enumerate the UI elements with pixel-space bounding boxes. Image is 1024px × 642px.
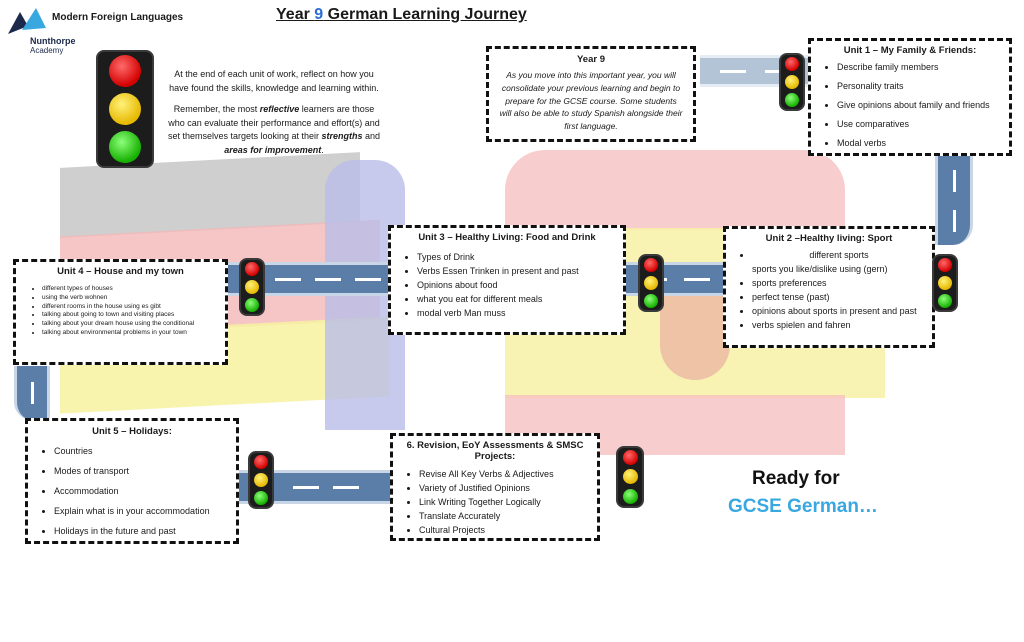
- unit4-item: different rooms in the house using es gi…: [42, 303, 219, 312]
- unit2-item: opinions about sports in present and pas…: [752, 305, 926, 319]
- unit1-box: Unit 1 – My Family & Friends: Describe f…: [808, 38, 1012, 156]
- unit4-item: talking about going to town and visiting…: [42, 311, 219, 320]
- unit4-item: talking about your dream house using the…: [42, 320, 219, 329]
- year9-text: As you move into this important year, yo…: [499, 70, 683, 131]
- unit3-item: what you eat for different meals: [417, 293, 617, 307]
- unit4-title: Unit 4 – House and my town: [57, 266, 184, 277]
- unit1-item: Personality traits: [837, 80, 1003, 94]
- unit3-title: Unit 3 – Healthy Living: Food and Drink: [418, 232, 596, 243]
- intro-paragraph-1: At the end of each unit of work, reflect…: [169, 69, 379, 93]
- school-sub: Academy: [30, 46, 64, 55]
- unit6-item: Cultural Projects: [419, 524, 591, 538]
- traffic-light-icon: [640, 256, 662, 310]
- unit5-item: Explain what is in your accommodation: [54, 505, 230, 519]
- title-post: German Learning Journey: [323, 6, 527, 23]
- year9-box: Year 9 As you move into this important y…: [486, 46, 696, 142]
- unit2-item: perfect tense (past): [752, 291, 926, 305]
- unit6-item: Revise All Key Verbs & Adjectives: [419, 468, 591, 482]
- unit5-item: Modes of transport: [54, 465, 230, 479]
- unit5-item: Countries: [54, 445, 230, 459]
- coat-of-arms-decoration: [660, 290, 730, 380]
- title-pre: Year: [276, 6, 315, 23]
- unit2-item: verbs spielen and fahren: [752, 319, 926, 333]
- unit6-title: 6. Revision, EoY Assessments & SMSC Proj…: [406, 440, 584, 462]
- unit2-item: sports you like/dislike using (gern): [752, 263, 888, 274]
- department-name: Modern Foreign Languages: [52, 12, 184, 23]
- traffic-light-icon: [781, 55, 803, 109]
- unit2-title: Unit 2 –Healthy living: Sport: [765, 233, 893, 244]
- unit2-box: Unit 2 –Healthy living: Sport different …: [723, 226, 935, 348]
- unit1-item: Describe family members: [837, 61, 1003, 75]
- traffic-light-icon: [250, 453, 272, 507]
- traffic-light-icon: [98, 52, 152, 166]
- traffic-light-icon: [618, 448, 642, 506]
- road-unit1-unit2: [935, 155, 973, 245]
- academy-logo: [8, 6, 50, 36]
- unit5-item: Holidays in the future and past: [54, 525, 230, 539]
- unit4-box: Unit 4 – House and my town different typ…: [13, 259, 228, 365]
- unit2-item: sports preferences: [752, 277, 926, 291]
- unit4-item: using the verb wohnen: [42, 294, 219, 303]
- year9-title: Year 9: [577, 54, 605, 65]
- unit6-box: 6. Revision, EoY Assessments & SMSC Proj…: [390, 433, 600, 541]
- unit5-box: Unit 5 – Holidays: Countries Modes of tr…: [25, 418, 239, 544]
- unit4-item: talking about environmental problems in …: [42, 329, 219, 338]
- unit2-item: different sports: [752, 249, 926, 263]
- traffic-light-icon: [934, 256, 956, 310]
- intro-paragraph-2: Remember, the most reflective learners a…: [167, 104, 381, 155]
- title-year-number: 9: [314, 6, 324, 23]
- road-unit4-unit5: [14, 366, 50, 420]
- unit4-item: different types of houses: [42, 285, 219, 294]
- school-name: Nunthorpe: [30, 36, 76, 46]
- ready-for-text: Ready for: [752, 468, 840, 489]
- traffic-light-icon: [241, 260, 263, 314]
- unit1-item: Give opinions about family and friends: [837, 99, 1003, 113]
- unit3-item: Verbs Essen Trinken in present and past: [417, 265, 617, 279]
- unit1-item: Modal verbs: [837, 137, 1003, 151]
- unit3-item: Opinions about food: [417, 279, 617, 293]
- unit1-item: Use comparatives: [837, 118, 1003, 132]
- unit6-item: Variety of Justified Opinions: [419, 482, 591, 496]
- unit6-item: Translate Accurately: [419, 510, 591, 524]
- intro-text: At the end of each unit of work, reflect…: [166, 68, 382, 157]
- gcse-german-text: GCSE German…: [728, 496, 878, 517]
- unit5-item: Accommodation: [54, 485, 230, 499]
- unit3-box: Unit 3 – Healthy Living: Food and Drink …: [388, 225, 626, 335]
- unit5-title: Unit 5 – Holidays:: [92, 426, 172, 437]
- unit3-item: Types of Drink: [417, 251, 617, 265]
- unit1-title: Unit 1 – My Family & Friends:: [843, 45, 977, 56]
- unit6-item: Link Writing Together Logically: [419, 496, 591, 510]
- unit3-item: modal verb Man muss: [417, 307, 617, 321]
- page-title: Year 9 German Learning Journey: [276, 6, 527, 24]
